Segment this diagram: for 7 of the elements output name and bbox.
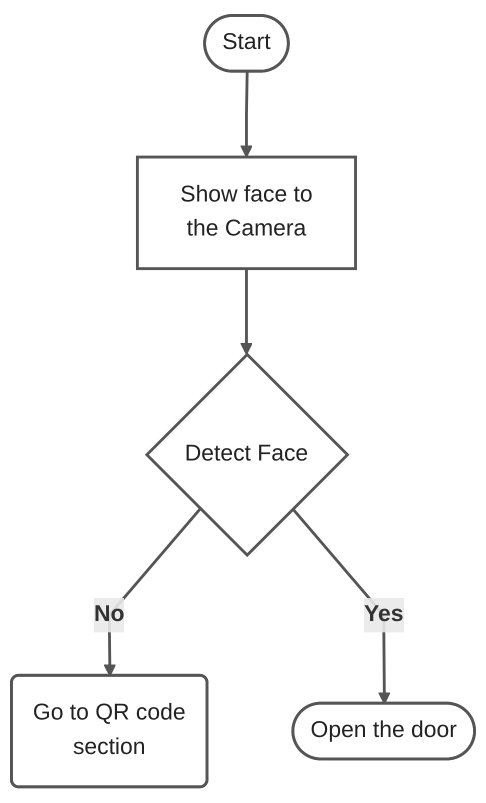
flowchart-drawing: No Yes Start Show face to the Camera Detect Face Go to QR code section Open the door	[0, 4, 486, 799]
node-diamond	[144, 352, 350, 558]
edge-label: Yes	[364, 602, 404, 627]
edge-label: No	[94, 602, 124, 627]
node-box	[136, 156, 357, 270]
arrow	[240, 72, 253, 158]
arrow	[240, 268, 253, 356]
